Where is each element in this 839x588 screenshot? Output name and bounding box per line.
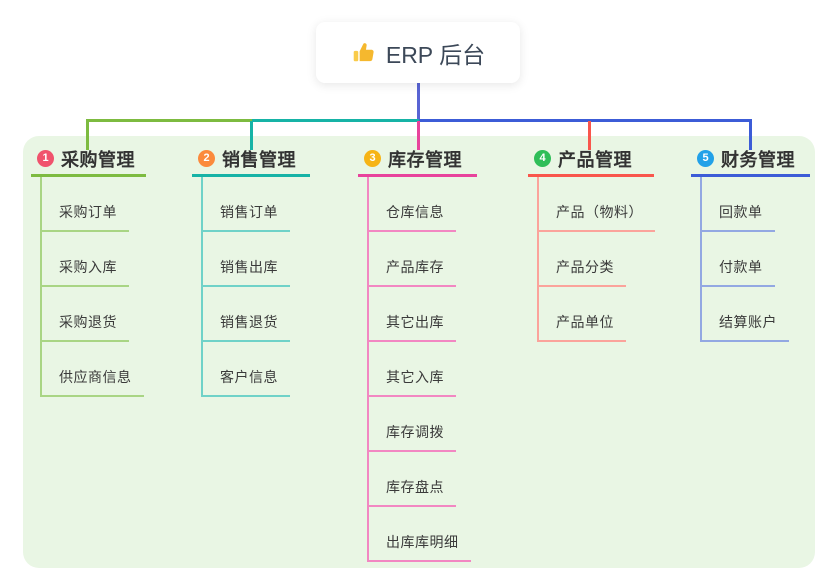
child-node-label: 销售退货 <box>220 314 278 330</box>
child-node[interactable]: 其它入库 <box>369 342 456 397</box>
child-node[interactable]: 销售退货 <box>203 287 290 342</box>
child-node-label: 付款单 <box>719 259 763 275</box>
branch-inventory: 3 库存管理 仓库信息产品库存其它出库其它入库库存调拨库存盘点出库库明细 <box>358 146 477 562</box>
root-node[interactable]: ERP 后台 <box>316 22 520 83</box>
branch-children: 采购订单采购入库采购退货供应商信息 <box>40 177 144 397</box>
trunk-segment-purchase <box>86 119 252 122</box>
child-node-label: 采购退货 <box>59 314 117 330</box>
branch-children: 仓库信息产品库存其它出库其它入库库存调拨库存盘点出库库明细 <box>367 177 471 562</box>
branch-title: 采购管理 <box>61 149 135 170</box>
branch-stub-sales <box>250 121 253 150</box>
branch-stub-purchase <box>86 119 89 150</box>
child-node[interactable]: 产品（物料） <box>539 177 655 232</box>
child-node-label: 客户信息 <box>220 369 278 385</box>
branch-children: 销售订单销售出库销售退货客户信息 <box>201 177 290 397</box>
branch-node-finance[interactable]: 5 财务管理 <box>691 146 810 177</box>
branch-node-product[interactable]: 4 产品管理 <box>528 146 654 177</box>
branch-children: 回款单付款单结算账户 <box>700 177 789 342</box>
child-node-label: 其它出库 <box>386 314 444 330</box>
child-node[interactable]: 出库库明细 <box>369 507 471 562</box>
branch-children: 产品（物料） 产品分类产品单位 <box>537 177 655 342</box>
branch-stub-inventory <box>417 121 420 150</box>
branch-node-purchase[interactable]: 1 采购管理 <box>31 146 146 177</box>
child-node[interactable]: 销售订单 <box>203 177 290 232</box>
branch-title: 产品管理 <box>558 149 632 170</box>
child-node[interactable]: 库存调拨 <box>369 397 456 452</box>
branch-number-badge: 5 <box>697 150 714 167</box>
child-node-label: 库存盘点 <box>386 479 444 495</box>
branch-number-badge: 4 <box>534 150 551 167</box>
root-node-title: ERP 后台 <box>385 41 486 68</box>
branch-stub-product <box>588 121 591 150</box>
child-node[interactable]: 客户信息 <box>203 342 290 397</box>
child-node[interactable]: 仓库信息 <box>369 177 456 232</box>
child-node-label: 销售出库 <box>220 259 278 275</box>
trunk-segment-finance <box>417 119 752 122</box>
branch-finance: 5 财务管理 回款单付款单结算账户 <box>691 146 810 342</box>
branch-purchase: 1 采购管理 采购订单采购入库采购退货供应商信息 <box>31 146 146 397</box>
child-node-label: 产品库存 <box>386 259 444 275</box>
child-node-label: 其它入库 <box>386 369 444 385</box>
child-node-label: 产品分类 <box>556 259 614 275</box>
branch-title: 库存管理 <box>388 149 462 170</box>
child-node-label: 产品（物料） <box>556 204 643 220</box>
child-node[interactable]: 回款单 <box>702 177 775 232</box>
thumbs-up-icon <box>351 40 377 66</box>
child-node[interactable]: 销售出库 <box>203 232 290 287</box>
child-node[interactable]: 采购入库 <box>42 232 129 287</box>
child-node[interactable]: 产品单位 <box>539 287 626 342</box>
branch-number-badge: 3 <box>364 150 381 167</box>
child-node[interactable]: 采购退货 <box>42 287 129 342</box>
child-node-label: 采购订单 <box>59 204 117 220</box>
child-node[interactable]: 产品库存 <box>369 232 456 287</box>
child-node[interactable]: 其它出库 <box>369 287 456 342</box>
branch-product: 4 产品管理 产品（物料） 产品分类产品单位 <box>528 146 655 342</box>
branches-panel <box>23 136 815 568</box>
branch-title: 财务管理 <box>721 149 795 170</box>
child-node-label: 结算账户 <box>719 314 777 330</box>
child-node-label: 库存调拨 <box>386 424 444 440</box>
child-node-label: 回款单 <box>719 204 763 220</box>
branch-sales: 2 销售管理 销售订单销售出库销售退货客户信息 <box>192 146 310 397</box>
child-node[interactable]: 供应商信息 <box>42 342 144 397</box>
branch-number-badge: 1 <box>37 150 54 167</box>
child-node-label: 销售订单 <box>220 204 278 220</box>
child-node-label: 采购入库 <box>59 259 117 275</box>
child-node[interactable]: 采购订单 <box>42 177 129 232</box>
child-node-label: 出库库明细 <box>386 534 459 550</box>
child-node[interactable]: 结算账户 <box>702 287 789 342</box>
branch-number-badge: 2 <box>198 150 215 167</box>
root-connector-line <box>417 83 420 121</box>
branch-node-inventory[interactable]: 3 库存管理 <box>358 146 477 177</box>
child-node[interactable]: 产品分类 <box>539 232 626 287</box>
child-node[interactable]: 付款单 <box>702 232 775 287</box>
branch-title: 销售管理 <box>222 149 296 170</box>
branch-node-sales[interactable]: 2 销售管理 <box>192 146 310 177</box>
branch-stub-finance <box>749 119 752 150</box>
child-node[interactable]: 库存盘点 <box>369 452 456 507</box>
trunk-segment-sales <box>250 119 419 122</box>
child-node-label: 仓库信息 <box>386 204 444 220</box>
child-node-label: 产品单位 <box>556 314 614 330</box>
child-node-label: 供应商信息 <box>59 369 132 385</box>
